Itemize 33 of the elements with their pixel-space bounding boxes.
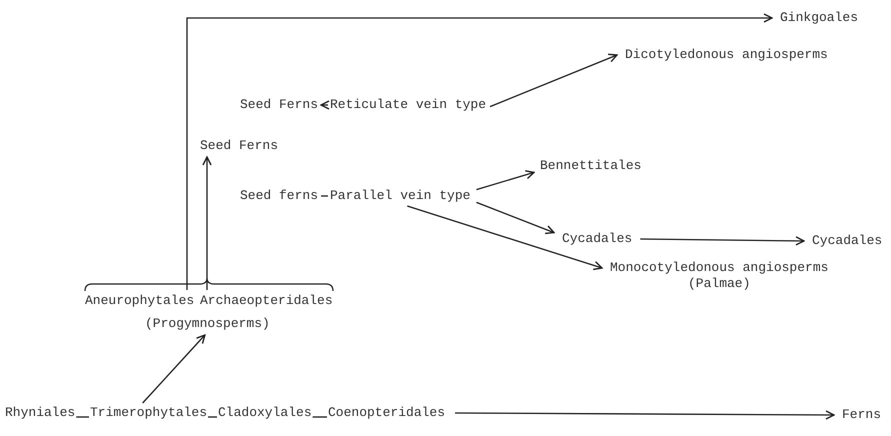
arrow (490, 54, 618, 108)
taxon-label: Monocotyledonous angiosperms (Palmae) (610, 260, 828, 292)
taxon-label: (Progymnosperms) (145, 316, 270, 332)
taxon-label: Cycadales (562, 231, 632, 247)
arrow (476, 170, 535, 190)
taxon-label: Trimerophytales (90, 405, 208, 421)
taxon-label: Ferns (842, 407, 882, 423)
taxon-label: Parallel vein type (330, 188, 470, 204)
taxon-label: Reticulate vein type (330, 97, 486, 113)
arrow (320, 100, 330, 110)
taxon-label: Aneurophytales (85, 293, 194, 309)
arrow (455, 410, 835, 420)
arrow (407, 205, 603, 270)
taxon-label: Dicotyledonous angiosperms (625, 47, 828, 63)
taxon-label: Coenopteridales (328, 405, 446, 421)
connector-line (312, 416, 327, 418)
arrow (142, 334, 206, 404)
connector-line (208, 416, 217, 418)
taxon-label: Seed Ferns (240, 97, 318, 113)
taxon-label: Cladoxylales (218, 405, 312, 421)
connector-line (76, 416, 89, 418)
taxon-label: Seed Ferns (200, 138, 278, 154)
arrow (640, 236, 805, 246)
taxon-label: Cycadales (812, 233, 882, 249)
taxon-label: Bennettitales (540, 158, 642, 174)
arrow (202, 156, 212, 290)
taxon-label: Archaeopteridales (200, 293, 333, 309)
connector-line (321, 195, 328, 197)
arrow (186, 13, 773, 290)
taxon-label: Seed ferns (240, 188, 318, 204)
arrow (476, 202, 555, 234)
taxon-label: Ginkgoales (780, 10, 858, 26)
taxon-label: Rhyniales (5, 405, 76, 421)
